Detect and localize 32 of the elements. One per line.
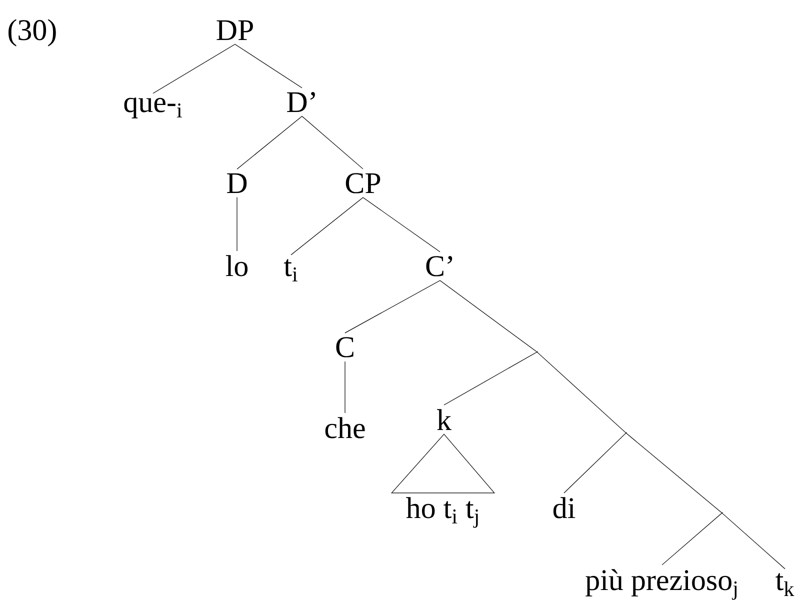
branch-line — [362, 197, 440, 252]
branch-line — [344, 361, 346, 414]
branch-line — [234, 44, 302, 88]
branch-line — [440, 280, 536, 352]
branch-line — [302, 116, 364, 170]
tree-label: di — [553, 497, 576, 518]
tree-label: t$_{i}$ — [284, 259, 298, 282]
tree-label: DP — [216, 20, 253, 40]
tree-label: k — [437, 409, 452, 430]
example-number: (30) — [8, 19, 56, 46]
tree-label: CP — [346, 173, 380, 194]
branch-line — [236, 196, 238, 252]
branch-line — [537, 352, 626, 433]
branch-line — [626, 433, 722, 513]
tree-label: C’ — [426, 256, 452, 276]
tree-label: que-$_{i}$ — [124, 98, 182, 118]
tree-label: t$_{k}$ — [776, 573, 794, 596]
branch-line — [290, 197, 364, 256]
tree-label: lo — [226, 255, 248, 276]
branch-line — [662, 513, 722, 566]
branch-line — [344, 280, 440, 334]
tree-label: più prezioso$_{j}$ — [586, 569, 737, 600]
tree-label: C — [336, 337, 354, 358]
branch-line — [152, 44, 236, 94]
tree-label: che — [325, 417, 365, 438]
branch-line — [444, 352, 536, 406]
tree-label: D — [227, 173, 247, 194]
branch-line — [236, 116, 302, 170]
tree-label: D’ — [287, 92, 315, 112]
branch-line — [564, 433, 626, 494]
branch-line — [722, 513, 786, 570]
tree-label: ho t$_{i}$ t$_{j}$ — [406, 497, 478, 528]
